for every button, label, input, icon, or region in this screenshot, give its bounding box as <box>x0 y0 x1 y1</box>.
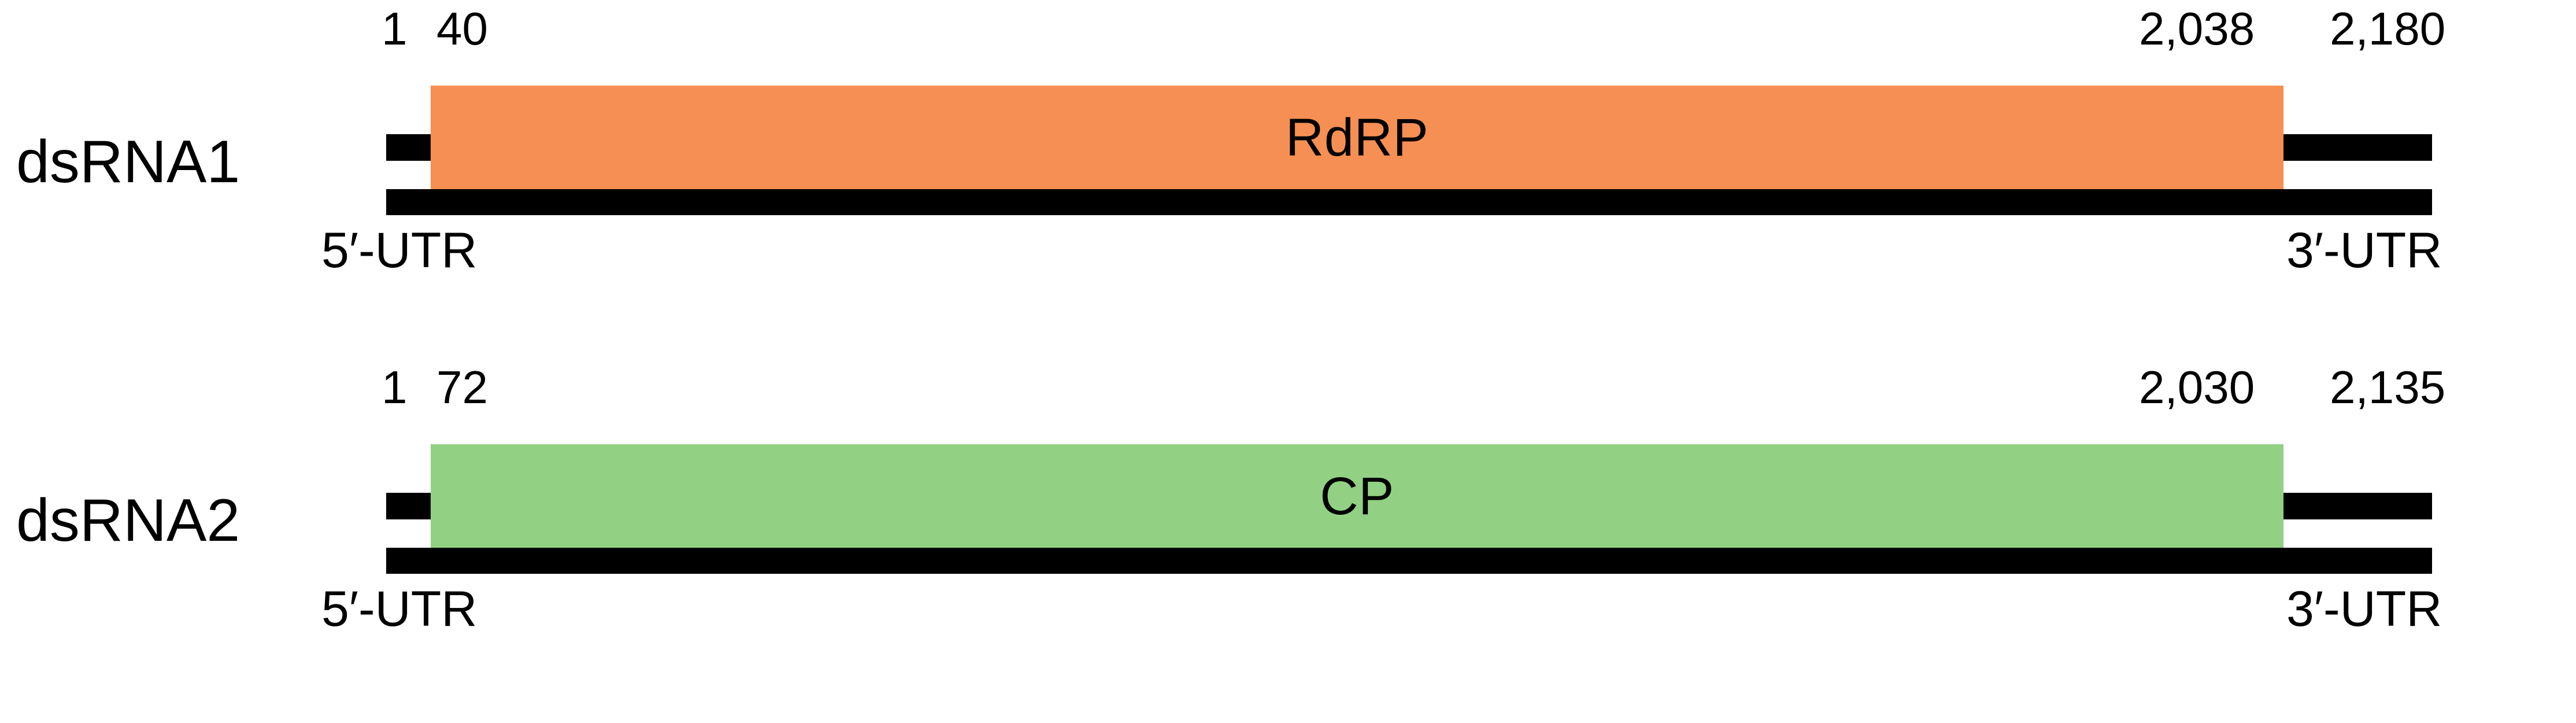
dsrna1-five-prime-utr-label: 5′-UTR <box>321 223 478 278</box>
coordinate-dsrna2-orf-start: 72 <box>436 362 488 413</box>
coordinate-dsrna1-start: 1 <box>382 3 408 54</box>
dsrna2-three-prime-utr-block <box>2283 493 2432 519</box>
coordinate-dsrna2-start: 1 <box>382 362 408 413</box>
coordinate-dsrna2-end: 2,135 <box>2330 362 2446 413</box>
dsrna1-three-prime-utr-label: 3′-UTR <box>2286 223 2442 278</box>
dsrna1-orf-rdrp: RdRP <box>431 86 2283 190</box>
dsrna1-backbone <box>386 189 2432 215</box>
dsrna2-backbone <box>386 548 2432 574</box>
dsrna1-five-prime-utr-block <box>386 134 431 161</box>
dsrna2-orf-cp: CP <box>431 444 2283 548</box>
coordinate-dsrna1-end: 2,180 <box>2330 3 2446 54</box>
segment-name-dsrna2: dsRNA2 <box>16 487 240 554</box>
dsrna1-three-prime-utr-block <box>2283 134 2432 161</box>
coordinate-dsrna2-orf-end: 2,030 <box>2139 362 2255 413</box>
dsrna2-orf-label: CP <box>1320 467 1394 526</box>
coordinate-dsrna1-orf-end: 2,038 <box>2139 3 2255 54</box>
segment-name-dsrna1: dsRNA1 <box>16 128 240 195</box>
dsrna2-three-prime-utr-label: 3′-UTR <box>2286 581 2442 637</box>
dsrna2-five-prime-utr-block <box>386 493 431 519</box>
dsrna2-five-prime-utr-label: 5′-UTR <box>321 581 478 637</box>
dsrna1-orf-label: RdRP <box>1285 108 1429 167</box>
coordinate-dsrna1-orf-start: 40 <box>436 3 488 54</box>
